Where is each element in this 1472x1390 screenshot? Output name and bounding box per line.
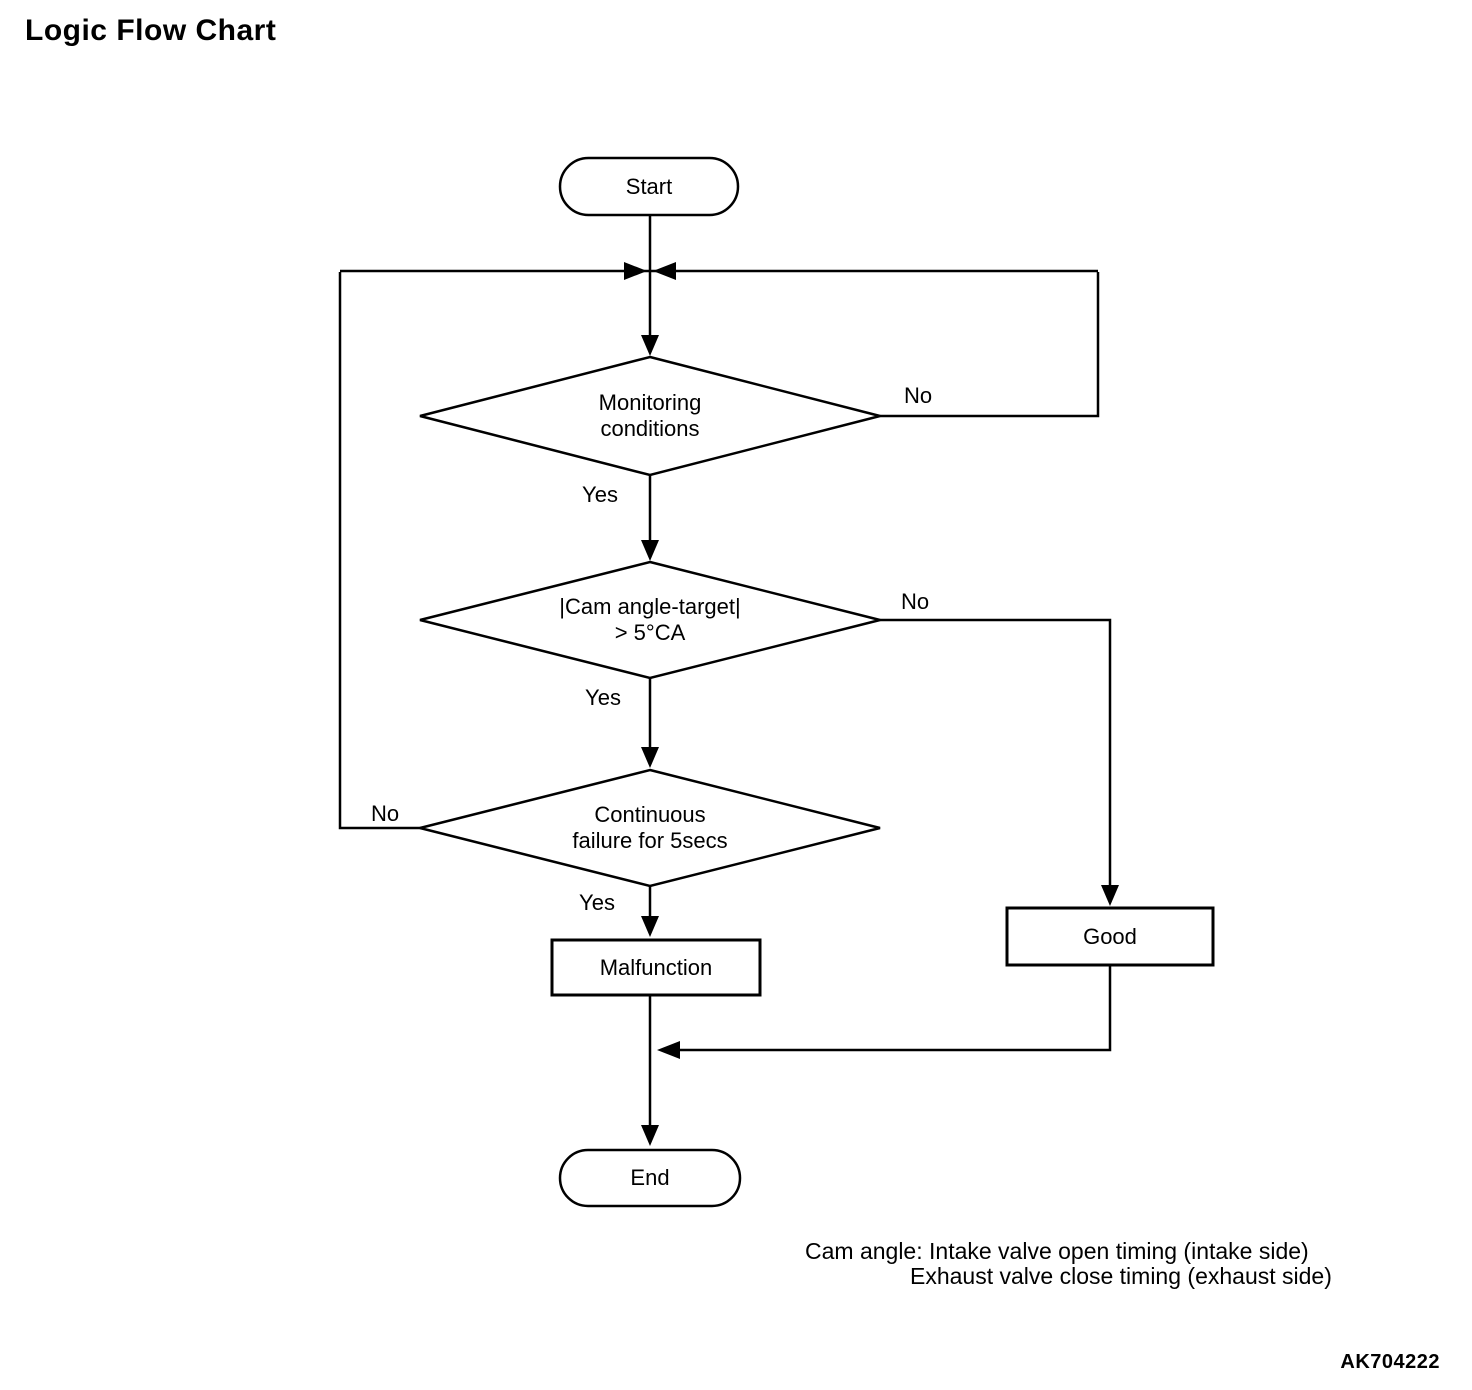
- footnote-line2: Exhaust valve close timing (exhaust side…: [910, 1263, 1332, 1289]
- arrowhead-into-continuous-icon: [641, 747, 659, 768]
- monitoring-decision-shape: [419, 355, 881, 477]
- cam-angle-decision-shape: [419, 560, 881, 680]
- edge-continuous-no: [338, 272, 422, 830]
- edge-monitoring-no: [880, 272, 1100, 418]
- continuous-decision-shape: [419, 768, 881, 888]
- figure-code: AK704222: [1340, 1351, 1440, 1373]
- malfunction-process-shape: [550, 938, 762, 997]
- end-terminator-shape: [558, 1148, 742, 1208]
- arrowhead-junction-left-icon: [653, 262, 676, 280]
- footnote-line1: Cam angle: Intake valve open timing (int…: [805, 1238, 1309, 1264]
- arrowhead-into-end-icon: [641, 1125, 659, 1146]
- arrowhead-into-good-icon: [1101, 885, 1119, 906]
- page-title: Logic Flow Chart: [25, 14, 277, 47]
- arrowhead-into-cam-angle-icon: [641, 540, 659, 561]
- arrowhead-junction-right-icon: [624, 262, 647, 280]
- edge-good-to-merge: [678, 965, 1112, 1052]
- good-process-shape: [1005, 906, 1215, 967]
- edge-cam-angle-no: [880, 618, 1112, 890]
- arrowhead-merge-left-icon: [657, 1041, 680, 1059]
- start-terminator-shape: [558, 156, 740, 217]
- arrowhead-into-monitoring-icon: [641, 335, 659, 356]
- arrowhead-into-malfunction-icon: [641, 916, 659, 937]
